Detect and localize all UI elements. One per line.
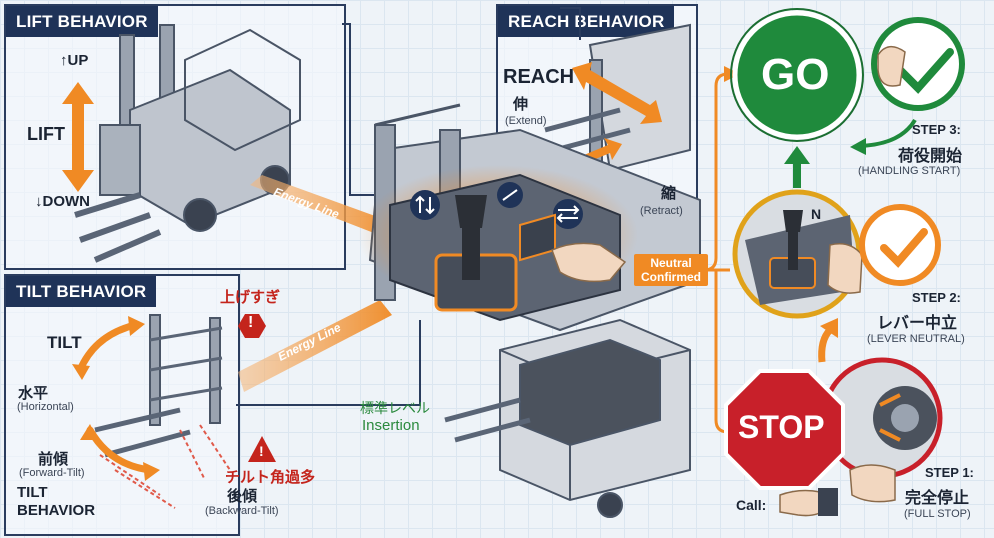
stop-text: STOP — [738, 409, 825, 445]
call-label: Call: — [736, 497, 767, 513]
warning-icon-tilt — [248, 436, 276, 462]
reach-retract-en: (Retract) — [640, 205, 683, 217]
step2-en: (LEVER NEUTRAL) — [867, 333, 965, 345]
warning-tilt-text: チルト角過多 — [225, 469, 316, 486]
standard-level-jp: 標準レベル — [360, 400, 430, 416]
lift-label: LIFT — [27, 124, 65, 144]
neutral-confirmed-label: Neutral Confirmed — [634, 254, 708, 286]
go-sign — [730, 8, 864, 142]
reach-arrow — [572, 62, 662, 124]
reach-extend-en: (Extend) — [505, 115, 547, 127]
step2-lever-circle — [732, 189, 863, 319]
lift-arrow — [62, 82, 94, 192]
go-text: GO — [761, 50, 830, 99]
insertion-label: Insertion — [362, 417, 420, 434]
step2-label: STEP 2: — [912, 290, 961, 305]
tilt-panel-title: TILT BEHAVIOR — [6, 276, 157, 307]
lift-forklift — [74, 24, 301, 263]
step3-jp: 荷役開始 — [898, 148, 963, 165]
reach-truck-body — [444, 318, 691, 518]
lift-panel-title: LIFT BEHAVIOR — [6, 6, 158, 37]
call-hand-icon — [779, 488, 838, 517]
warning-exclaim-2: ! — [259, 443, 264, 459]
warning-icon-lift — [238, 314, 266, 338]
step1-en: (FULL STOP) — [904, 508, 971, 520]
tilt-label: TILT — [47, 333, 82, 352]
reach-extend-jp: 伸 — [513, 96, 529, 113]
warning-lift-text: 上げすぎ — [220, 289, 281, 306]
warning-exclaim-1: ! — [248, 314, 254, 331]
go-check-badge — [871, 17, 965, 111]
central-cockpit — [358, 103, 701, 332]
reach-retract-jp: 縮 — [661, 185, 677, 202]
reach-label: REACH — [503, 66, 575, 88]
lift-up-label: ↑UP — [60, 52, 89, 69]
step2-jp: レバー中立 — [877, 315, 958, 332]
step2-check-badge — [859, 204, 941, 286]
flow-lines — [700, 72, 730, 434]
tilt-backward-jp: 後傾 — [227, 488, 258, 505]
tilt-forward-jp: 前傾 — [38, 451, 69, 468]
reach-panel-title: REACH BEHAVIOR — [498, 6, 675, 37]
tilt-horizontal-jp: 水平 — [18, 385, 49, 402]
step3-en: (HANDLING START) — [858, 165, 961, 177]
stop-sign — [724, 369, 845, 490]
tilt-horizontal-en: (Horizontal) — [17, 401, 74, 413]
tilt-forward-en: (Forward-Tilt) — [19, 467, 85, 479]
step1-label: STEP 1: — [925, 465, 974, 480]
lift-down-label: ↓DOWN — [35, 193, 90, 210]
tilt-backward-en: (Backward-Tilt) — [205, 505, 279, 517]
connector-lines — [236, 7, 581, 406]
step3-label: STEP 3: — [912, 122, 961, 137]
tilt-forklift — [94, 314, 231, 509]
step1-jp: 完全停止 — [905, 490, 970, 507]
tilt-behavior-caption: TILT BEHAVIOR — [17, 484, 96, 519]
lever-n-label: N — [811, 206, 822, 222]
